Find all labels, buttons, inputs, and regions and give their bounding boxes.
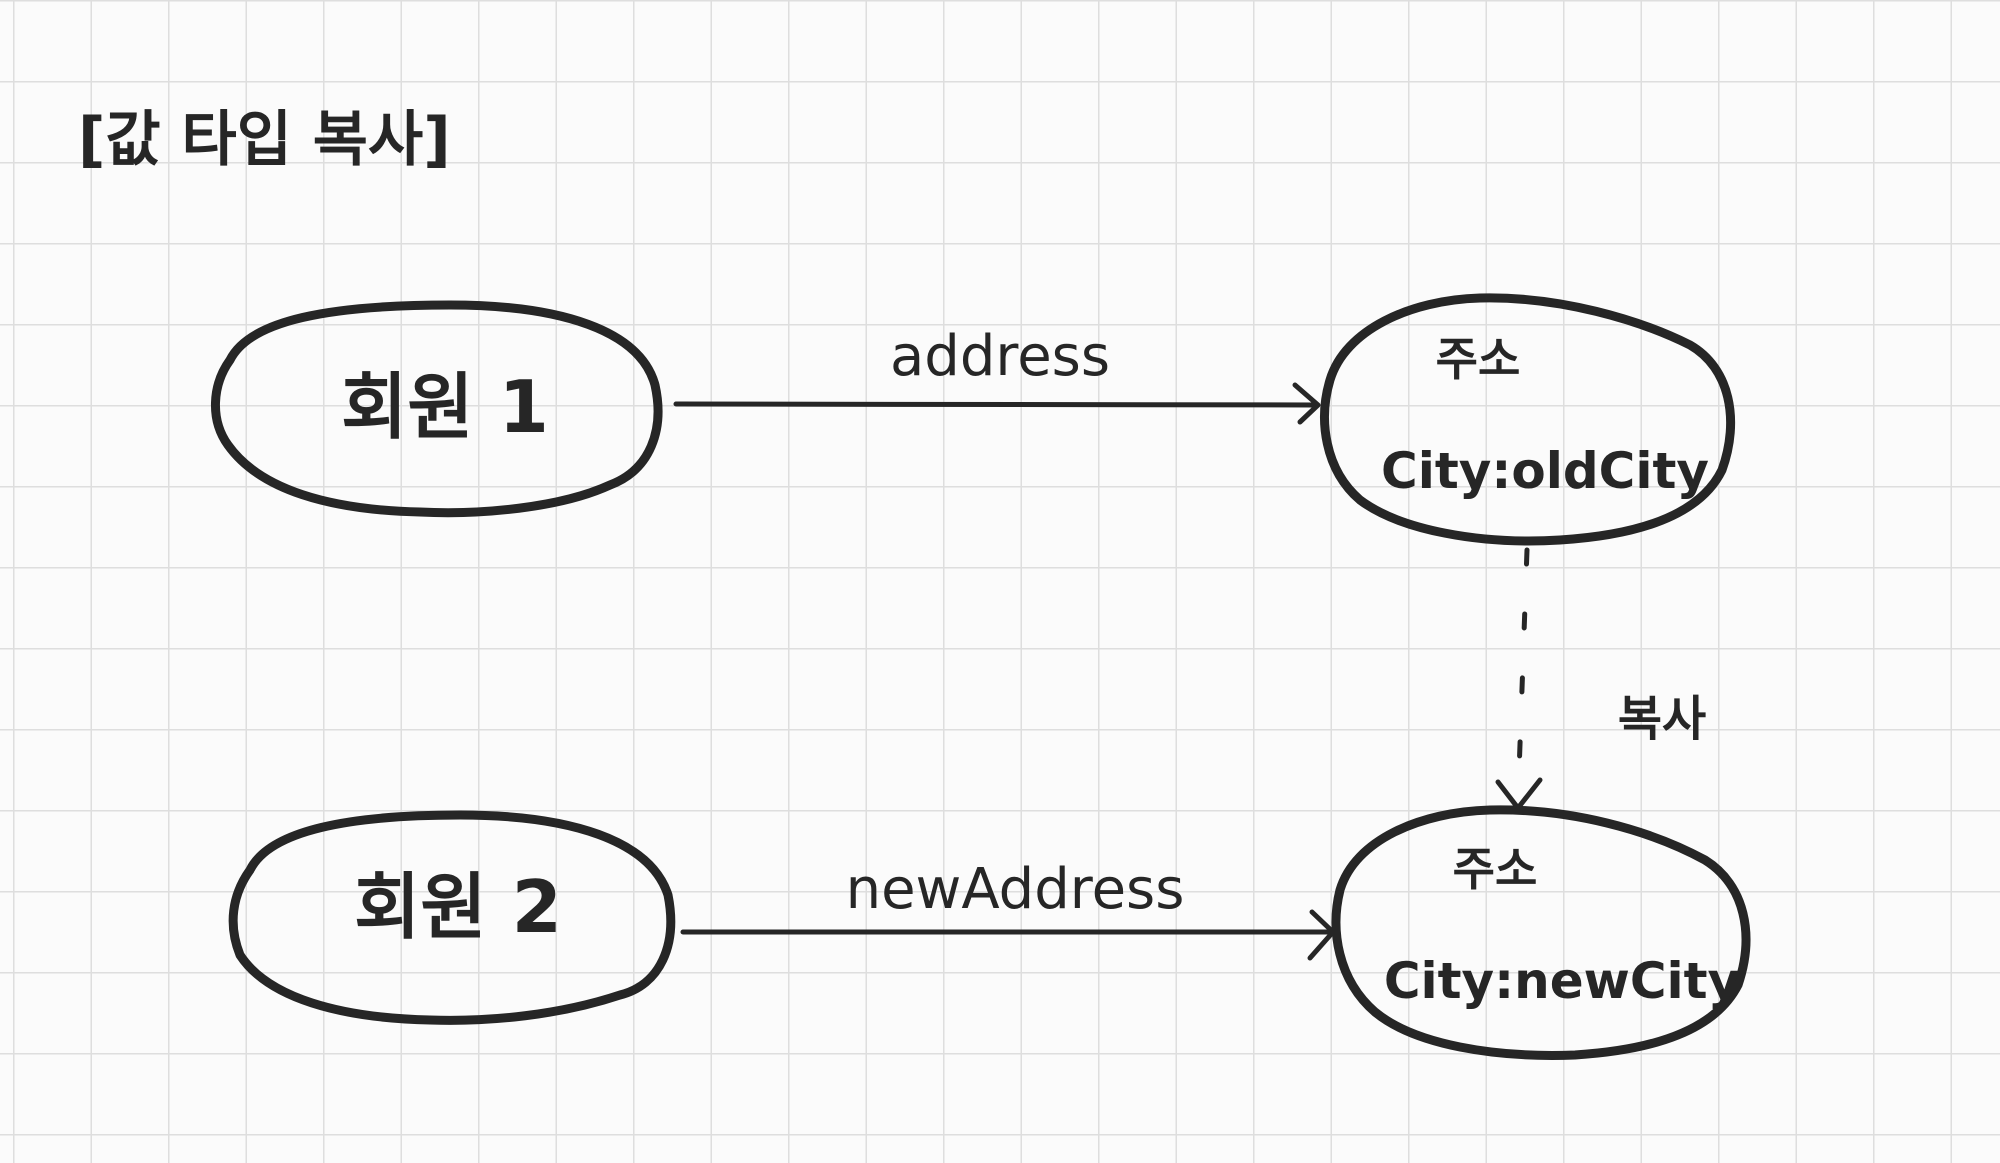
member2-node: 회원 2 [228,810,676,1025]
member1-label: 회원 1 [341,365,549,449]
address1-title: 주소 [1436,332,1521,386]
address1-node: 주소 City:oldCity [1320,293,1736,546]
member2-label: 회원 2 [354,865,562,949]
newaddress-arrowhead [1307,909,1336,961]
address2-node: 주소 City:newCity [1331,805,1751,1060]
address2-city: City:newCity [1384,952,1740,1010]
address1-city: City:oldCity [1381,442,1709,500]
member1-node: 회원 1 [211,300,663,518]
newaddress-edge: newAddress [680,857,1336,961]
address2-title: 주소 [1453,842,1538,896]
copy-edge-label: 복사 [1618,691,1706,747]
newaddress-edge-label: newAddress [846,857,1185,922]
address-arrowhead [1292,382,1321,425]
address2-blob [1331,805,1751,1060]
address-arrow-line [673,401,1318,408]
member1-ellipse [211,300,663,518]
address1-blob [1320,293,1736,546]
copy-dashed-line [1515,547,1530,803]
member2-ellipse [228,810,676,1025]
diagram-title: [값 타입 복사] [78,105,451,175]
address-edge-label: address [890,324,1110,389]
copy-arrowhead [1495,777,1543,811]
copy-edge: 복사 [1495,547,1706,811]
address-edge: address [673,324,1321,425]
